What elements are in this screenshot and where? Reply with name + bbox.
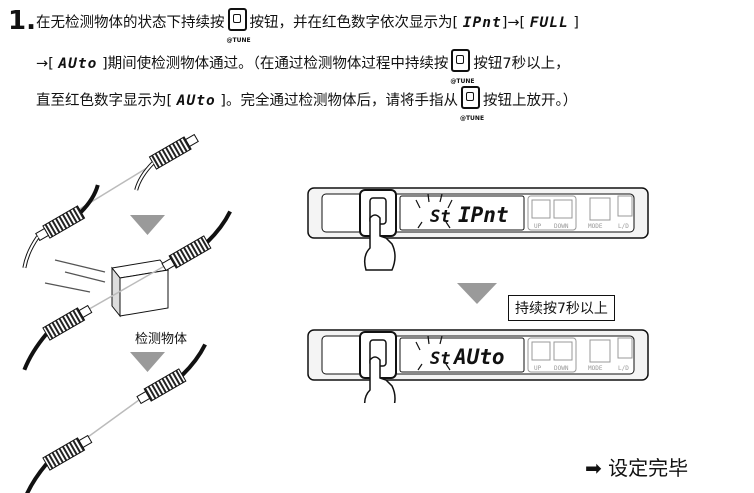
down-label: DOWN xyxy=(554,223,569,230)
mode-label: MODE xyxy=(588,223,603,230)
instruction-text: 直至红色数字显示为[ xyxy=(36,93,173,109)
sensor-illustration xyxy=(22,133,232,493)
display-st: St xyxy=(430,349,450,369)
right-arrow-icon: ➡ xyxy=(585,456,602,480)
display-code: FULL xyxy=(529,15,569,31)
amplifier-illustrations: St IPnt UP DOWN MODE L/D St AUto xyxy=(307,187,649,403)
instruction-text: ]。完全通过检测物体后，请将手指从 xyxy=(220,93,458,109)
display-st: St xyxy=(430,207,450,227)
hand-icon xyxy=(363,214,396,271)
ld-label: L/D xyxy=(618,365,629,372)
motion-lines xyxy=(44,259,106,293)
instruction-text: ]期间使检测物体通过。（在通过检测物体过程中持续按 xyxy=(101,56,449,72)
sensor-head-icon xyxy=(134,133,199,191)
instruction-line-3: 直至红色数字显示为[ AUto ]。完全通过检测物体后，请将手指从@TUNE 按钮… xyxy=(36,86,578,122)
tune-button-icon: @TUNE xyxy=(450,49,474,85)
tune-button-icon: @TUNE xyxy=(227,8,251,44)
down-arrow-icon xyxy=(130,215,165,235)
amplifier-unit-2: St AUto UP DOWN MODE L/D xyxy=(307,329,649,403)
instruction-text: 在无检测物体的状态下持续按 xyxy=(36,15,225,31)
blink-marks xyxy=(415,335,451,371)
mode-label: MODE xyxy=(588,365,603,372)
setup-complete-text: 设定完毕 xyxy=(608,456,689,480)
instruction-text: 按钮上放开。） xyxy=(482,93,578,109)
up-button xyxy=(531,199,551,219)
display-value: IPnt xyxy=(458,203,509,227)
display-code: IPnt xyxy=(462,15,502,31)
object-block xyxy=(111,259,169,318)
ld-label: L/D xyxy=(618,223,629,230)
ld-switch xyxy=(617,195,633,217)
up-label: UP xyxy=(534,223,542,230)
instruction-text: ]→[ xyxy=(501,15,526,31)
setup-complete: ➡ 设定完毕 xyxy=(585,452,688,481)
down-button xyxy=(553,341,573,361)
sensor-head-icon xyxy=(22,184,100,269)
tune-label: @TUNE xyxy=(226,37,251,44)
down-button xyxy=(553,199,573,219)
instruction-text: 按钮7秒以上， xyxy=(473,56,570,72)
tune-label: @TUNE xyxy=(450,78,475,85)
up-label: UP xyxy=(534,365,542,372)
sensor-head-icon xyxy=(22,434,93,493)
display-code: AUto xyxy=(176,93,216,109)
object-label: 检测物体 xyxy=(135,332,188,347)
sensor-head-icon xyxy=(161,210,232,272)
down-arrow-icon xyxy=(457,283,497,304)
display-code: AUto xyxy=(58,56,98,72)
step-number: 1. xyxy=(8,6,36,36)
ld-switch xyxy=(617,337,633,359)
hand-icon xyxy=(363,356,396,403)
sensor-head-icon xyxy=(22,304,93,371)
instruction-text: ] xyxy=(573,15,579,31)
blink-marks xyxy=(415,193,453,229)
hold-7s-label: 持续按7秒以上 xyxy=(508,295,615,321)
tune-label: @TUNE xyxy=(459,115,485,122)
instruction-line-2: →[ AUto ]期间使检测物体通过。（在通过检测物体过程中持续按@TUNE 按钮… xyxy=(36,49,570,85)
instruction-text: →[ xyxy=(36,56,54,72)
up-button xyxy=(531,341,551,361)
sensor-head-icon xyxy=(136,343,207,405)
instruction-line-1: 在无检测物体的状态下持续按@TUNE 按钮，并在红色数字依次显示为[ IPnt]→… xyxy=(36,8,579,44)
mode-button xyxy=(589,197,611,221)
tune-button-icon: @TUNE xyxy=(460,86,484,122)
instruction-text: 按钮，并在红色数字依次显示为[ xyxy=(249,15,459,31)
mode-button xyxy=(589,339,611,363)
down-arrow-icon xyxy=(130,352,165,372)
amplifier-unit-1: St IPnt UP DOWN MODE L/D xyxy=(307,187,649,239)
display-value: AUto xyxy=(452,345,505,369)
down-label: DOWN xyxy=(554,365,569,372)
